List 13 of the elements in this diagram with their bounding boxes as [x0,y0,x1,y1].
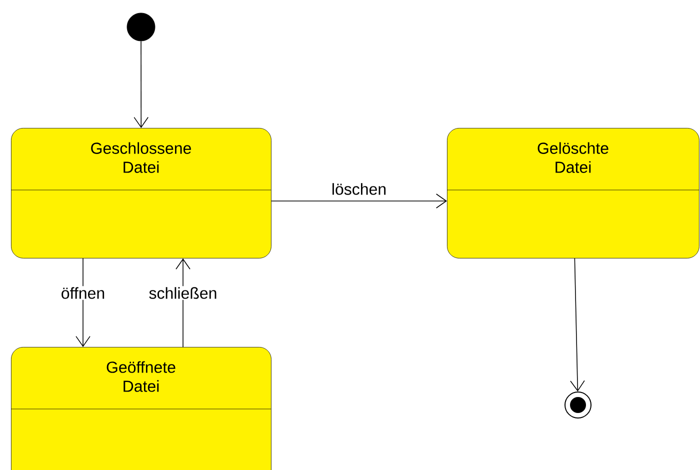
transition-arrow [76,258,90,347]
state-box: Gelöschte Datei [446,128,700,258]
edge-label: öffnen [60,286,106,300]
transition-arrow [570,258,585,392]
initial-state [126,12,156,42]
edge-label: löschen [330,182,388,196]
edge-label: schließen [148,286,218,300]
transition-arrow [176,258,190,348]
state-box: Geöffnete Datei [10,347,272,470]
transition-arrow [271,194,447,208]
final-state [564,392,592,418]
state-box: Geschlossene Datei [10,128,272,258]
transition-arrow [134,40,149,128]
